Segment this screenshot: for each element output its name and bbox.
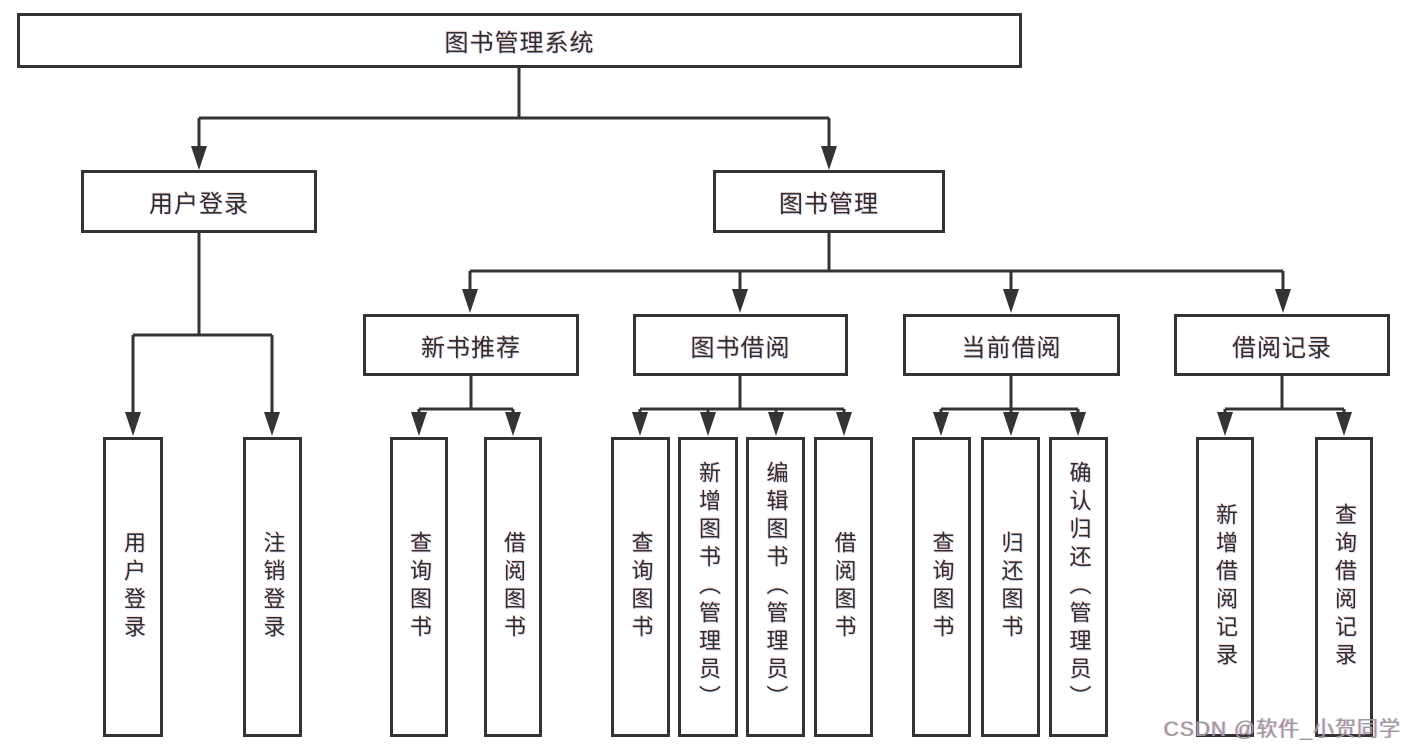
node-borrow-records-label: 借阅记录 (1232, 334, 1332, 362)
node-book-management-label: 图书管理 (779, 191, 879, 218)
leaf-query-books-borrow: 查询图书 (611, 437, 670, 737)
leaf-confirm-return-admin: 确认归还（管理员） (1049, 437, 1108, 737)
connector-current-borrow (939, 376, 1080, 414)
arrowheads (125, 146, 1352, 436)
node-current-borrow: 当前借阅 (903, 314, 1120, 376)
leaf-edit-book-admin: 编辑图书（管理员） (746, 437, 805, 737)
node-borrow-records: 借阅记录 (1174, 314, 1390, 376)
leaf-query-borrow-record: 查询借阅记录 (1315, 437, 1373, 737)
leaf-query-books-current: 查询图书 (912, 437, 971, 737)
node-user-login: 用户登录 (81, 170, 317, 233)
connector-borrow-records (1223, 376, 1346, 414)
leaf-borrow-books: 借阅图书 (814, 437, 873, 737)
node-root-label: 图书管理系统 (444, 30, 595, 57)
connector-book-borrow (638, 376, 846, 414)
node-current-borrow-label: 当前借阅 (961, 334, 1062, 362)
leaf-logout: 注销登录 (243, 437, 302, 737)
node-new-book-recommend-label: 新书推荐 (421, 334, 521, 362)
connector-book-management (468, 233, 1285, 291)
node-user-login-label: 用户登录 (149, 191, 249, 218)
leaf-return-book: 归还图书 (981, 437, 1040, 737)
leaf-user-login: 用户登录 (103, 437, 163, 737)
connector-new-book-recommend (417, 376, 515, 414)
leaf-add-book-admin: 新增图书（管理员） (678, 437, 738, 737)
node-new-book-recommend: 新书推荐 (363, 314, 579, 376)
csdn-watermark: CSDN @软件_小贺同学 (1163, 718, 1401, 741)
connector-user-login (131, 233, 274, 414)
node-book-management: 图书管理 (713, 170, 945, 233)
node-book-borrow: 图书借阅 (633, 314, 848, 376)
leaf-add-borrow-record: 新增借阅记录 (1196, 437, 1254, 737)
leaf-query-books-recommend: 查询图书 (390, 437, 448, 737)
connector-root (197, 68, 831, 150)
node-root-library-system: 图书管理系统 (17, 13, 1022, 68)
node-book-borrow-label: 图书借阅 (690, 334, 791, 362)
leaf-borrow-books-recommend: 借阅图书 (484, 437, 542, 737)
